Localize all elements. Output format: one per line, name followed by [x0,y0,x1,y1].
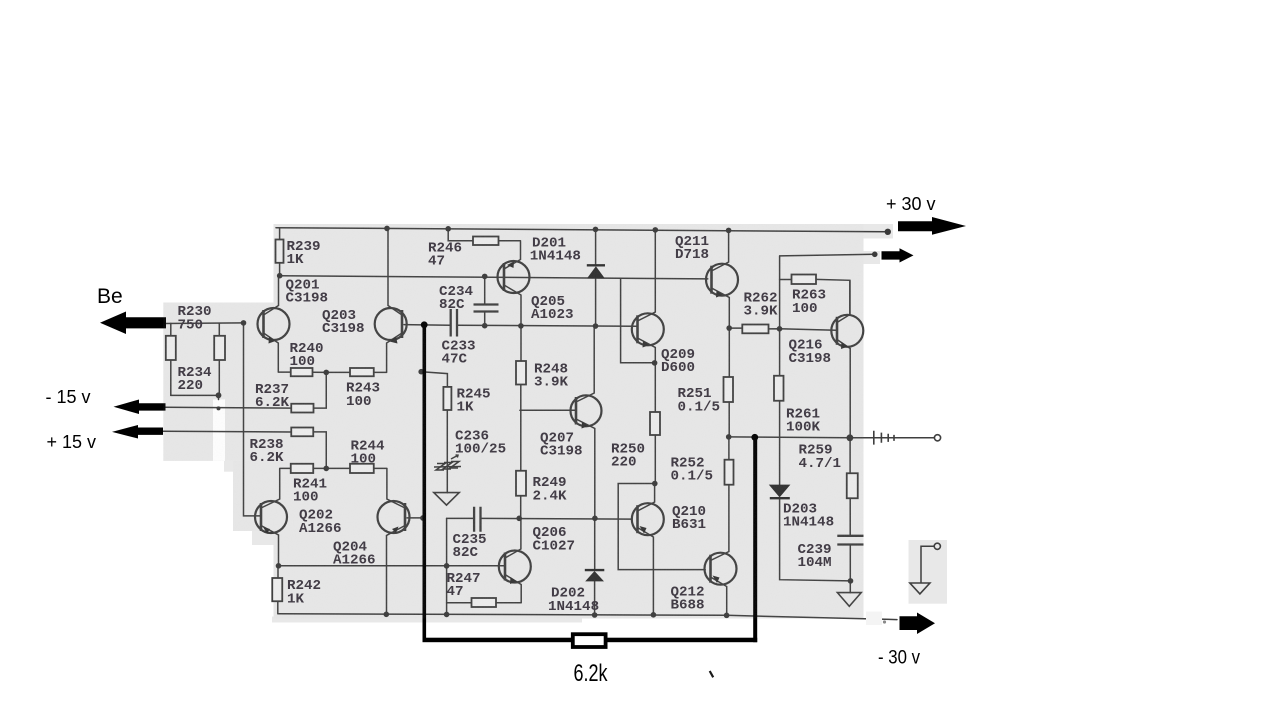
svg-text:6.2k: 6.2k [574,660,609,687]
svg-text:- 15 v: - 15 v [46,387,91,407]
svg-text:Be: Be [97,285,123,308]
svg-text:- 30 v: - 30 v [878,648,920,669]
svg-text:+ 30 v: + 30 v [886,194,936,214]
svg-text:+ 15 v: + 15 v [47,432,97,452]
